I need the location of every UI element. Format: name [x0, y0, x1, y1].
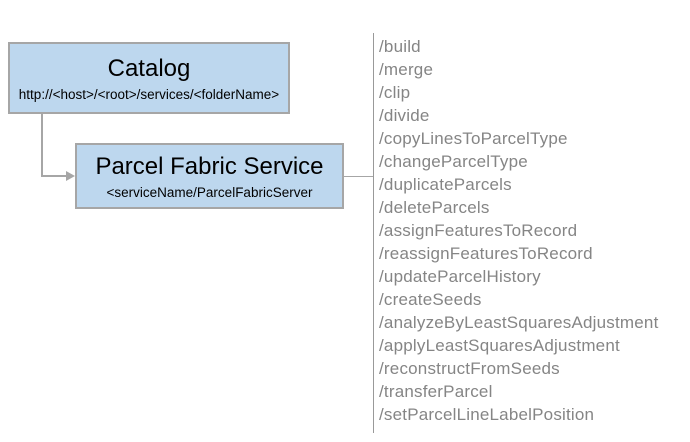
- operation-item: /setParcelLineLabelPosition: [379, 405, 595, 424]
- operations-list: /build/merge/clip/divide/copyLinesToParc…: [379, 35, 659, 426]
- operation-item: /build: [379, 37, 421, 56]
- operation-item: /applyLeastSquaresAdjustment: [379, 336, 620, 355]
- operation-item: /divide: [379, 106, 430, 125]
- operation-item: /updateParcelHistory: [379, 267, 541, 286]
- operation-item: /analyzeByLeastSquaresAdjustment: [379, 313, 659, 332]
- operations-divider-line: [372, 33, 375, 433]
- operation-item: /deleteParcels: [379, 198, 490, 217]
- catalog-node-url: http://<host>/<root>/services/<folderNam…: [18, 86, 280, 102]
- operation-item: /reconstructFromSeeds: [379, 359, 560, 378]
- operation-item: /copyLinesToParcelType: [379, 129, 568, 148]
- service-to-operations-connector: [344, 175, 373, 178]
- operation-item: /merge: [379, 60, 434, 79]
- operation-item: /createSeeds: [379, 290, 482, 309]
- operation-item: /changeParcelType: [379, 152, 528, 171]
- parcel-fabric-service-node: Parcel Fabric Service <serviceName/Parce…: [75, 143, 344, 209]
- operation-item: /duplicateParcels: [379, 175, 512, 194]
- operation-item: /transferParcel: [379, 382, 493, 401]
- catalog-to-service-connector-vertical: [41, 114, 43, 177]
- operation-item: /reassignFeaturesToRecord: [379, 244, 593, 263]
- catalog-node: Catalog http://<host>/<root>/services/<f…: [8, 42, 290, 114]
- catalog-to-service-connector-horizontal: [41, 175, 68, 177]
- service-node-url: <serviceName/ParcelFabricServer: [106, 184, 313, 200]
- operation-item: /assignFeaturesToRecord: [379, 221, 578, 240]
- arrowhead-icon: [66, 171, 75, 181]
- operation-item: /clip: [379, 83, 411, 102]
- catalog-node-title: Catalog: [107, 54, 191, 82]
- service-node-title: Parcel Fabric Service: [95, 152, 324, 180]
